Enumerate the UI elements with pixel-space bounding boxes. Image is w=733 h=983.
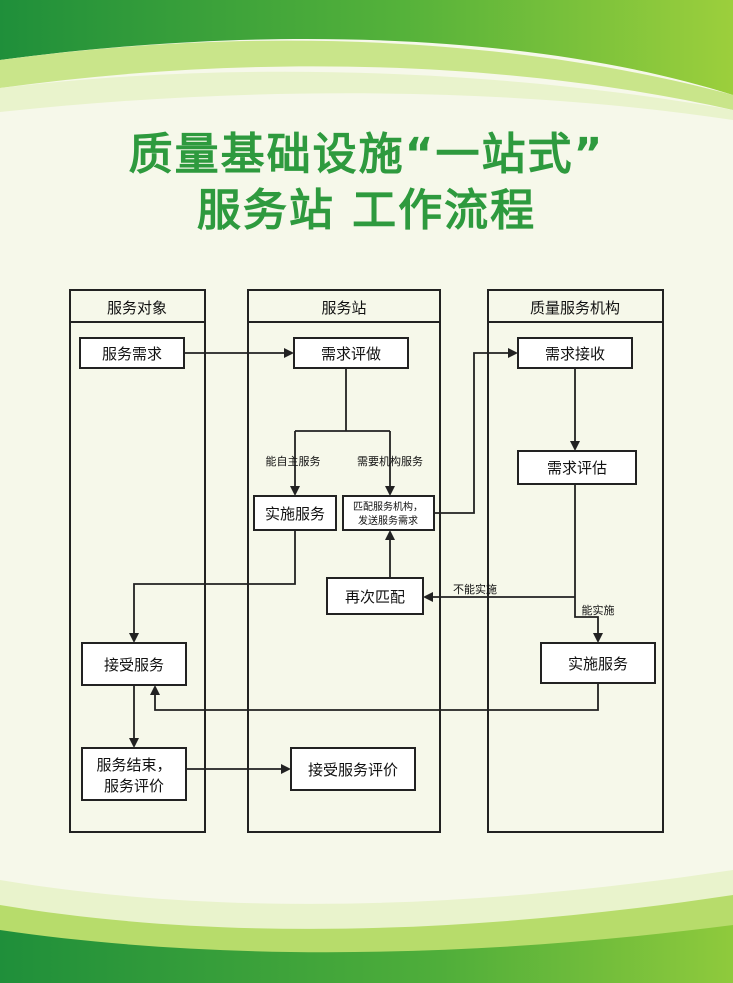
box-match-agency-label-2: 发送服务需求 — [358, 514, 418, 527]
box-agency-implement-label: 实施服务 — [568, 655, 628, 673]
connectors — [129, 348, 603, 774]
box-rematch-label: 再次匹配 — [345, 588, 405, 606]
box-accept-evaluation: 接受服务评价 — [290, 747, 416, 791]
box-demand-assess: 需求评估 — [517, 450, 637, 485]
arrow-match-to-receive — [434, 348, 518, 514]
box-service-end-label-1: 服务结束， — [96, 756, 171, 774]
label-can-implement: 能实施 — [582, 603, 615, 617]
arrow-can-to-implement — [574, 597, 603, 643]
box-demand-evaluation: 需求评做 — [293, 337, 409, 369]
box-match-agency: 匹配服务机构， 发送服务需求 — [342, 495, 435, 531]
column-header-station: 服务站 — [321, 299, 366, 317]
label-can-self: 能自主服务 — [266, 454, 321, 468]
box-implement-self-label: 实施服务 — [265, 505, 325, 523]
page-title-line2: 服务站 工作流程 — [196, 185, 537, 236]
box-agency-implement: 实施服务 — [540, 642, 656, 684]
swimlane-agency: 质量服务机构 — [487, 289, 664, 833]
box-demand-receive-label: 需求接收 — [545, 345, 605, 363]
box-implement-self: 实施服务 — [253, 495, 337, 531]
box-service-end: 服务结束， 服务评价 — [81, 747, 187, 801]
arrow-self-to-accept — [129, 530, 296, 643]
column-header-client: 服务对象 — [107, 299, 167, 317]
box-service-end-label-2: 服务评价 — [104, 777, 164, 795]
box-accept-service-label: 接受服务 — [104, 656, 164, 674]
box-demand-assess-label: 需求评估 — [547, 459, 607, 477]
label-need-agency: 需要机构服务 — [357, 454, 423, 468]
box-service-demand-label: 服务需求 — [102, 345, 162, 363]
box-accept-evaluation-label: 接受服务评价 — [308, 761, 398, 779]
box-demand-evaluation-label: 需求评做 — [321, 345, 381, 363]
box-demand-receive: 需求接收 — [517, 337, 633, 369]
label-cannot-implement: 不能实施 — [453, 582, 497, 596]
swimlane-client: 服务对象 — [69, 289, 206, 833]
swimlane-station: 服务站 — [247, 289, 441, 833]
box-match-agency-label-1: 匹配服务机构， — [353, 500, 423, 513]
column-header-agency: 质量服务机构 — [530, 299, 620, 317]
page-title-line1: 质量基础设施“一站式” — [128, 129, 605, 180]
box-rematch: 再次匹配 — [326, 577, 424, 615]
box-service-demand: 服务需求 — [79, 337, 185, 369]
box-accept-service: 接受服务 — [81, 642, 187, 686]
arrow-agency-to-accept — [150, 683, 599, 711]
